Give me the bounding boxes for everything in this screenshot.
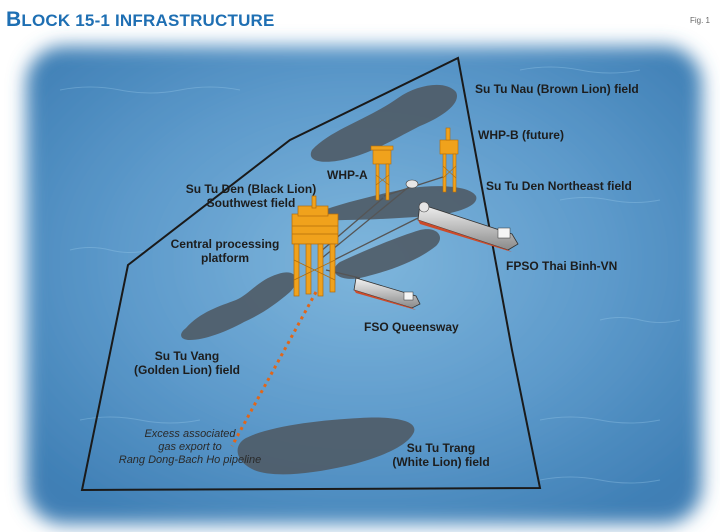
title-initial: B: [6, 8, 22, 31]
label-black-lion-line2: Southwest field: [206, 196, 296, 210]
label-sutuden-northeast: Su Tu Den Northeast field: [486, 179, 632, 193]
label-cpp-line2: platform: [201, 251, 249, 265]
central-processing-platform: [291, 195, 339, 297]
label-fpso: FPSO Thai Binh-VN: [506, 259, 618, 273]
whp-b-platform: [439, 127, 459, 193]
figure-number: Fig. 1: [689, 16, 710, 25]
field-brown-lion: [310, 84, 458, 162]
label-whp-b: WHP-B (future): [478, 128, 564, 142]
label-golden-lion-field: Su Tu Vang (Golden Lion) field: [112, 349, 262, 377]
label-white-lion-line2: (White Lion) field: [392, 455, 490, 469]
label-black-lion-field: Su Tu Den (Black Lion) Southwest field: [172, 182, 330, 210]
title-rest: LOCK 15-1 INFRASTRUCTURE: [21, 11, 275, 30]
label-black-lion-line1: Su Tu Den (Black Lion): [185, 182, 317, 196]
label-cpp-line1: Central processing: [170, 237, 280, 251]
whp-a-platform: [370, 145, 394, 201]
label-central-processing-platform: Central processing platform: [162, 237, 288, 265]
label-brown-lion-field: Su Tu Nau (Brown Lion) field: [475, 82, 639, 96]
label-whp-a: WHP-A: [327, 168, 368, 182]
label-white-lion-line1: Su Tu Trang: [406, 441, 476, 455]
label-golden-lion-line1: Su Tu Vang: [154, 349, 220, 363]
label-gas-line3: Rang Dong-Bach Ho pipeline: [118, 454, 262, 466]
field-golden-lion: [181, 272, 297, 340]
field-black-lion-sw: [334, 229, 441, 279]
fpso-ship: [417, 201, 519, 252]
page-title: BLOCK 15-1 INFRASTRUCTURE: [6, 8, 275, 32]
buoy: [405, 179, 419, 189]
field-white-lion: [237, 417, 415, 475]
label-gas-export: Excess associated gas export to Rang Don…: [104, 428, 276, 467]
gas-export-pipeline: [230, 291, 318, 447]
label-white-lion-field: Su Tu Trang (White Lion) field: [370, 441, 512, 469]
label-gas-line1: Excess associated: [144, 428, 236, 440]
label-gas-line2: gas export to: [158, 441, 222, 453]
block-boundary: [80, 56, 542, 492]
label-fso: FSO Queensway: [364, 320, 459, 334]
label-golden-lion-line2: (Golden Lion) field: [134, 363, 240, 377]
fso-ship: [353, 277, 421, 310]
